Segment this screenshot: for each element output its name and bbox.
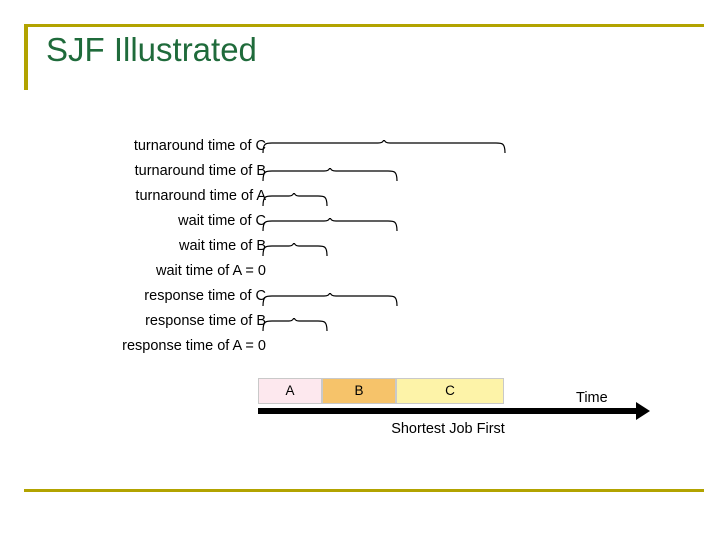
label-response-time-b: response time of B [145,313,266,329]
label-turnaround-time-a: turnaround time of A [135,188,266,204]
page-title: SJF Illustrated [46,31,257,68]
title-top-rule [24,24,704,27]
brace-turnaround-time-b [262,168,398,182]
measure-label-column: turnaround time of C turnaround time of … [40,134,266,359]
time-axis [258,408,638,414]
brace-response-time-b [262,318,328,332]
gantt-segment-b: B [322,378,396,404]
brace-turnaround-time-a [262,193,328,207]
brace-wait-time-c [262,218,398,232]
time-axis-arrow-icon [636,402,650,420]
label-wait-time-b: wait time of B [178,238,266,254]
brace-turnaround-time-c [262,140,506,154]
gantt-segment-c: C [396,378,504,404]
time-axis-label: Time [576,390,608,406]
label-wait-time-c: wait time of C [178,213,266,229]
brace-response-time-c [262,293,398,307]
label-response-time-a: response time of A = 0 [122,338,266,354]
label-response-time-c: response time of C [144,288,266,304]
gantt-chart: A B C [258,378,504,404]
chart-caption: Shortest Job First [391,421,505,437]
label-turnaround-time-b: turnaround time of B [134,163,266,179]
gantt-segment-a: A [258,378,322,404]
brace-marks-group [262,130,562,370]
bottom-rule [24,489,704,492]
label-turnaround-time-c: turnaround time of C [133,138,266,154]
title-left-bar [24,24,28,90]
brace-wait-time-b [262,243,328,257]
gantt-row: A B C [258,378,504,404]
label-wait-time-a: wait time of A = 0 [155,263,266,279]
